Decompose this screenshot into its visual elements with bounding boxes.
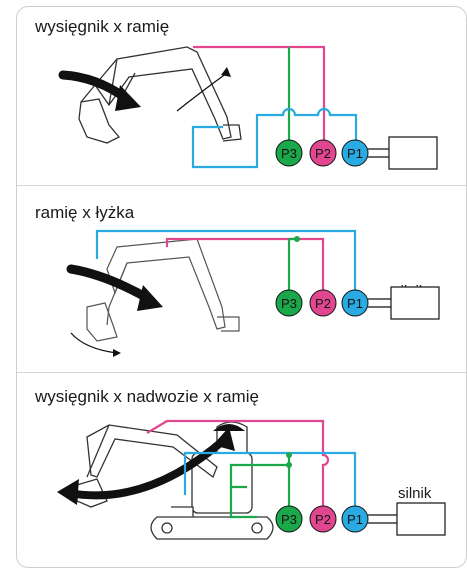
motor-box (396, 502, 446, 536)
pump-label: P2 (315, 296, 331, 311)
panel-title-arm-bucket: ramię x łyżka (35, 203, 135, 222)
arm-motion-arrowhead (221, 67, 231, 77)
p1-hydraulic-line (95, 229, 357, 291)
boom-motion-arrow (58, 70, 132, 104)
arm-motion-arrow (66, 264, 154, 304)
panel-divider (17, 185, 466, 186)
panel-3-graphic: P3 P2 P1 (57, 419, 446, 540)
pump-label: P3 (281, 146, 297, 161)
excavator-boom-arm-illustration (78, 46, 242, 144)
diagram-card: wysięgnik x ramię ramię x łyżka wysięgni… (16, 6, 467, 568)
arm-motion-arrow (176, 72, 228, 112)
p3-hydraulic-line (287, 239, 291, 291)
pump-p2 (309, 139, 337, 167)
line-junction (286, 462, 292, 468)
panel-2-graphic: P3 P2 P1 (66, 229, 440, 357)
excavator-body-illustration (150, 421, 274, 540)
pump-p1 (341, 505, 369, 533)
arm-motion-arrowhead (137, 285, 163, 311)
p2-hydraulic-line (193, 45, 326, 143)
p2-hydraulic-line (165, 237, 325, 291)
pump-label: P2 (315, 146, 331, 161)
motor-box (390, 286, 440, 320)
boom-motion-arrowhead (115, 85, 141, 111)
pump-label: P3 (281, 512, 297, 527)
p1-hydraulic-line (183, 451, 357, 507)
panel-title-boom-swing-arm: wysięgnik x nadwozie x ramię (35, 387, 259, 406)
motor-label: silnik (398, 485, 432, 502)
panel-title-boom-arm: wysięgnik x ramię (35, 17, 170, 36)
swing-arrowhead-right (213, 427, 235, 451)
p2-hydraulic-line (146, 419, 330, 507)
panel-1-graphic: P3 P2 P1 (58, 45, 438, 170)
excavator-arm-bucket-illustration (86, 238, 240, 342)
line-junction (286, 452, 292, 458)
pump-p3 (275, 289, 303, 317)
pump-label: P1 (347, 296, 363, 311)
pump-label: P1 (347, 512, 363, 527)
pump-p3 (275, 139, 303, 167)
motor-box (388, 136, 438, 170)
p1-hydraulic-line (191, 107, 358, 169)
hydraulic-diagram: P3 P2 P1 (57, 45, 446, 540)
pump-p1 (341, 289, 369, 317)
pump-p2 (309, 505, 337, 533)
pump-p3 (275, 505, 303, 533)
pump-label: P3 (281, 296, 297, 311)
pump-label: P2 (315, 512, 331, 527)
bucket-motion-arrowhead (113, 349, 121, 357)
bucket-motion-arrow (70, 332, 118, 354)
pump-p2 (309, 289, 337, 317)
pump-p1 (341, 139, 369, 167)
swing-arrowhead-left (57, 479, 79, 505)
panel-divider (17, 372, 466, 373)
pump-label: P1 (347, 146, 363, 161)
